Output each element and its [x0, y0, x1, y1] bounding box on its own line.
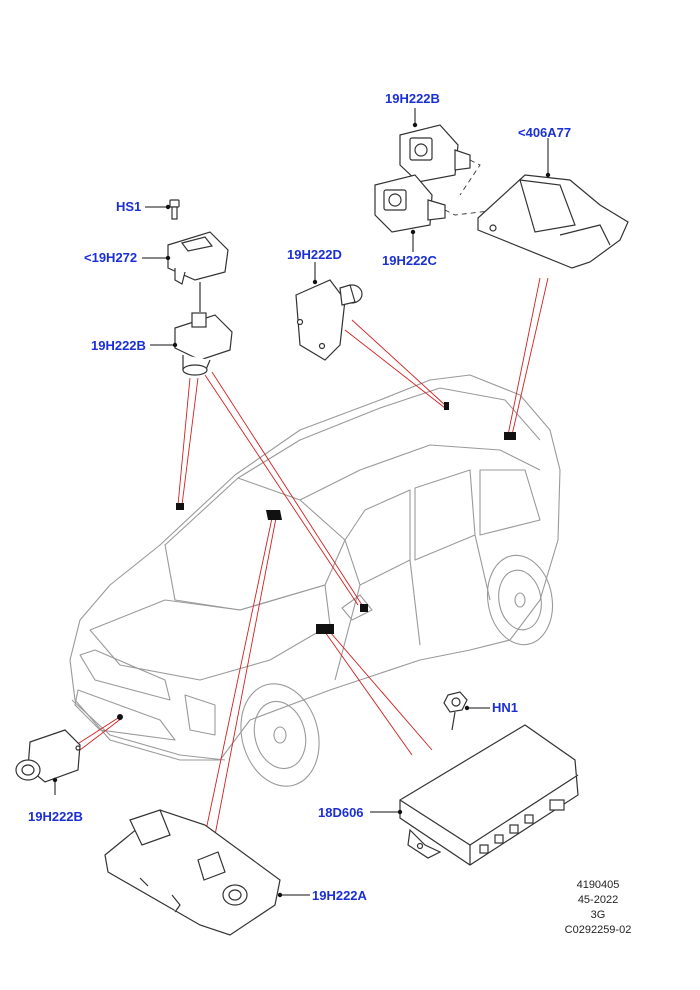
- component-camera-top-b: [399, 124, 471, 183]
- component-bracket-406a77: [477, 174, 629, 269]
- info-line-1: 4190405: [576, 879, 620, 891]
- sensor-location-markers: [117, 402, 516, 720]
- component-hn1-nut: [443, 691, 468, 731]
- component-19h222d-sensor: [295, 279, 363, 361]
- component-19h222b-mid-camera: [174, 312, 233, 376]
- callout-dots: [52, 122, 551, 898]
- module-connectors: [479, 799, 565, 854]
- component-hs1-screw: [169, 199, 180, 220]
- callout-19h222b-mid: 19H222B: [91, 338, 146, 353]
- info-line-4: C0292259-02: [564, 924, 632, 936]
- leader-lines: [75, 277, 549, 836]
- component-19h222a-grille-bracket: [104, 809, 281, 936]
- component-19h272-housing: [167, 231, 229, 312]
- callout-hn1: HN1: [492, 700, 519, 715]
- info-line-3: 3G: [590, 909, 606, 921]
- drawing-info-block: 4190405 45-2022 3G C0292259-02: [553, 878, 643, 938]
- component-camera-top-c: [374, 174, 446, 233]
- callout-19h222c: 19H222C: [382, 253, 437, 268]
- component-18d606-module: [399, 724, 579, 866]
- dashed-guide-lines: [444, 159, 541, 216]
- callout-19h222b-top: 19H222B: [385, 91, 440, 106]
- callout-19h272: <19H272: [84, 250, 138, 265]
- vehicle-outline: [69, 374, 561, 787]
- callout-18d606: 18D606: [318, 805, 364, 820]
- callout-406a77: <406A77: [518, 125, 572, 140]
- component-19h222b-bottom-camera: [15, 729, 81, 783]
- callout-hs1: HS1: [116, 199, 142, 214]
- info-line-2: 45-2022: [577, 894, 619, 906]
- callout-19h222b-bottom: 19H222B: [28, 809, 83, 824]
- callout-19h222a: 19H222A: [312, 888, 367, 903]
- callout-19h222d: 19H222D: [287, 247, 342, 262]
